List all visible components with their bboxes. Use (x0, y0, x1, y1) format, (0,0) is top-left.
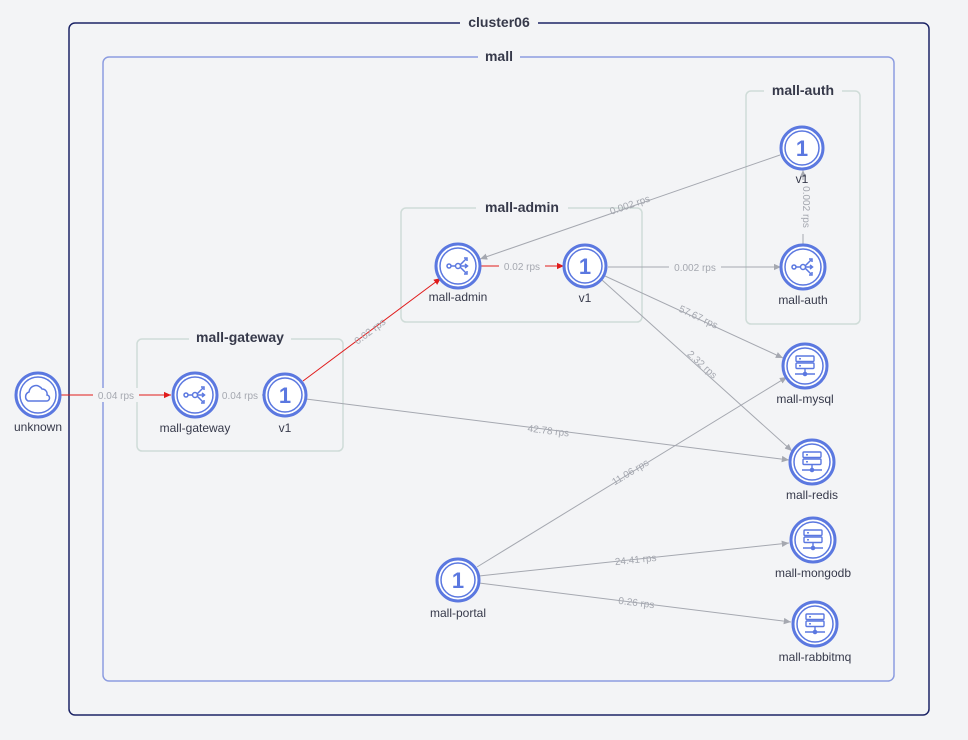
group-mall-admin-title: mall-admin (485, 199, 559, 215)
edge-label-gatewayv1-admin: 0.02 rps (353, 317, 388, 348)
edge-auth-v1-to-mall-admin[interactable] (479, 154, 781, 260)
service-icon (446, 257, 469, 275)
node-mall-mysql[interactable] (781, 342, 829, 390)
edge-label-bg (218, 388, 262, 402)
namespace-box[interactable] (102, 56, 895, 682)
edge-label-unknown-gateway: 0.04 rps (98, 391, 134, 402)
edge-label-auth-authv1: 0.002 rps (800, 186, 811, 228)
namespace-title-bg (478, 46, 520, 66)
group-auth-title-bg (764, 81, 842, 101)
group-mall-gateway-title: mall-gateway (196, 329, 284, 345)
edge-mall-portal-to-mall-mysql[interactable] (476, 376, 788, 568)
database-icon (795, 355, 815, 377)
cluster-title-bg (460, 12, 538, 32)
edge-admin-v1-to-mall-mysql[interactable] (604, 275, 784, 359)
edge-admin-v1-to-mall-redis[interactable] (601, 279, 793, 452)
node-label-mall-auth: mall-auth (778, 293, 827, 307)
workload-icon: 1 (452, 568, 464, 593)
node-label-auth-v1: v1 (796, 172, 809, 186)
node-mall-portal[interactable]: 1 (435, 557, 481, 603)
group-admin-title-bg (476, 198, 568, 218)
cloud-icon (24, 384, 51, 402)
edge-label-adminv1-auth: 0.002 rps (674, 263, 716, 274)
edge-label-adminv1-mysql: 57.67 rps (677, 304, 719, 332)
edge-mall-portal-to-mall-rabbitmq[interactable] (478, 582, 792, 625)
database-icon (803, 529, 823, 551)
edge-label-authv1-admin: 0.002 rps (609, 194, 652, 218)
group-mall-auth-title: mall-auth (772, 82, 834, 98)
edge-label-gatewayv1-redis: 42.78 rps (527, 424, 570, 440)
cluster-title: cluster06 (468, 14, 530, 30)
node-mall-mongodb[interactable] (789, 516, 837, 564)
node-mall-auth[interactable] (779, 243, 827, 291)
group-gateway-title-bg (189, 328, 291, 348)
edge-label-bg (796, 180, 810, 234)
workload-icon: 1 (579, 254, 591, 279)
node-label-mall-gateway: mall-gateway (160, 421, 231, 435)
edges: 0.04 rps 0.04 rps 0.02 rps 0.02 rps 0.00… (60, 154, 811, 625)
edge-label-bg (93, 388, 139, 402)
edge-label-adminv1-redis: 2.32 rps (685, 349, 719, 381)
edge-gateway-v1-to-mall-admin[interactable] (302, 277, 442, 382)
service-icon (791, 258, 814, 276)
node-label-mall-mongodb: mall-mongodb (775, 566, 851, 580)
node-label-mall-admin: mall-admin (429, 290, 488, 304)
node-mall-rabbitmq[interactable] (791, 600, 839, 648)
node-label-mall-mysql: mall-mysql (776, 392, 833, 406)
namespace-title: mall (485, 48, 513, 64)
node-label-gateway-v1: v1 (279, 421, 292, 435)
edge-gateway-v1-to-mall-redis[interactable] (305, 398, 790, 463)
node-label-unknown: unknown (14, 420, 62, 434)
node-label-admin-v1: v1 (579, 291, 592, 305)
node-mall-redis[interactable] (788, 438, 836, 486)
edge-label-gateway-v1: 0.04 rps (222, 391, 258, 402)
database-icon (805, 613, 825, 635)
database-icon (802, 451, 822, 473)
service-icon (183, 386, 206, 404)
workload-icon: 1 (796, 136, 808, 161)
node-unknown[interactable] (14, 371, 62, 419)
workload-icon: 1 (279, 383, 291, 408)
edge-label-bg (499, 259, 545, 273)
node-label-mall-portal: mall-portal (430, 606, 486, 620)
edge-label-portal-mongodb: 24.41 rps (614, 553, 657, 568)
edge-label-portal-mysql: 11.06 rps (610, 458, 651, 489)
edge-label-portal-rabbitmq: 0.26 rps (618, 596, 655, 611)
node-label-mall-rabbitmq: mall-rabbitmq (779, 650, 852, 664)
node-mall-auth-v1[interactable]: 1 (779, 125, 825, 171)
node-mall-gateway-v1[interactable]: 1 (262, 372, 308, 418)
edge-mall-portal-to-mall-mongodb[interactable] (478, 540, 790, 577)
node-mall-admin[interactable] (434, 242, 482, 290)
node-mall-gateway[interactable] (171, 371, 219, 419)
edge-label-bg (669, 260, 721, 274)
node-label-mall-redis: mall-redis (786, 488, 838, 502)
node-mall-admin-v1[interactable]: 1 (562, 243, 608, 289)
edge-label-admin-v1: 0.02 rps (504, 262, 540, 273)
